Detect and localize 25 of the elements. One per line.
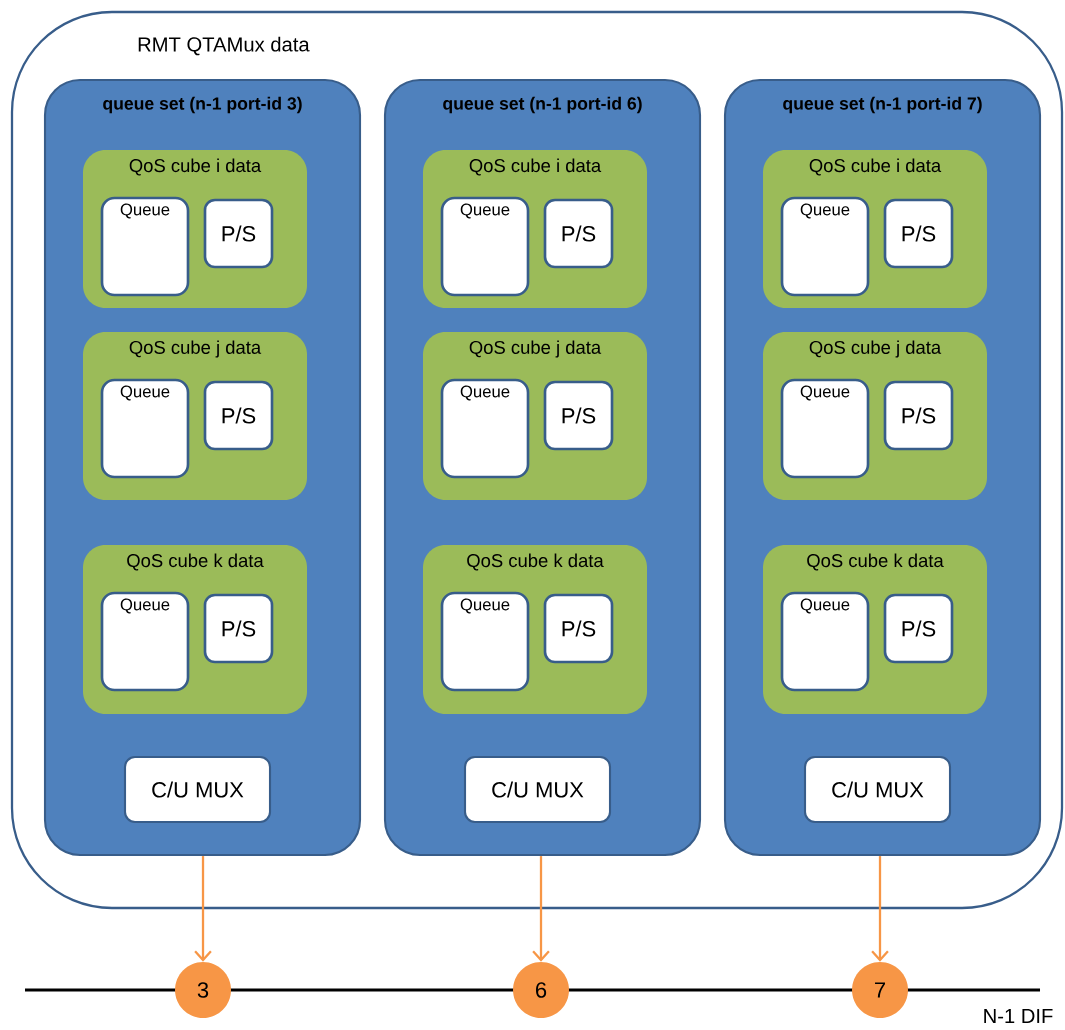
- queue-box: Queue: [440, 378, 530, 479]
- queue-box: Queue: [780, 378, 870, 479]
- queue-box: Queue: [100, 591, 190, 692]
- ps-box: P/S: [543, 380, 614, 451]
- queue-box: Queue: [100, 378, 190, 479]
- ps-box: P/S: [883, 593, 954, 664]
- queue-box: Queue: [440, 591, 530, 692]
- arrow: [532, 856, 550, 962]
- line-label: N-1 DIF: [984, 1009, 1053, 1023]
- queue-box: Queue: [780, 196, 870, 297]
- ps-box: P/S: [883, 380, 954, 451]
- ps-box: P/S: [543, 198, 614, 269]
- arrow: [871, 856, 889, 962]
- ps-box: P/S: [203, 380, 274, 451]
- mux-box: C/U MUX: [803, 755, 952, 824]
- ps-box: P/S: [203, 198, 274, 269]
- ps-box: P/S: [543, 593, 614, 664]
- queue-box: Queue: [780, 591, 870, 692]
- ps-box: P/S: [883, 198, 954, 269]
- ps-box: P/S: [203, 593, 274, 664]
- queue-box: Queue: [440, 196, 530, 297]
- arrow: [194, 856, 212, 962]
- queue-box: Queue: [100, 196, 190, 297]
- mux-box: C/U MUX: [463, 755, 612, 824]
- mux-box: C/U MUX: [123, 755, 272, 824]
